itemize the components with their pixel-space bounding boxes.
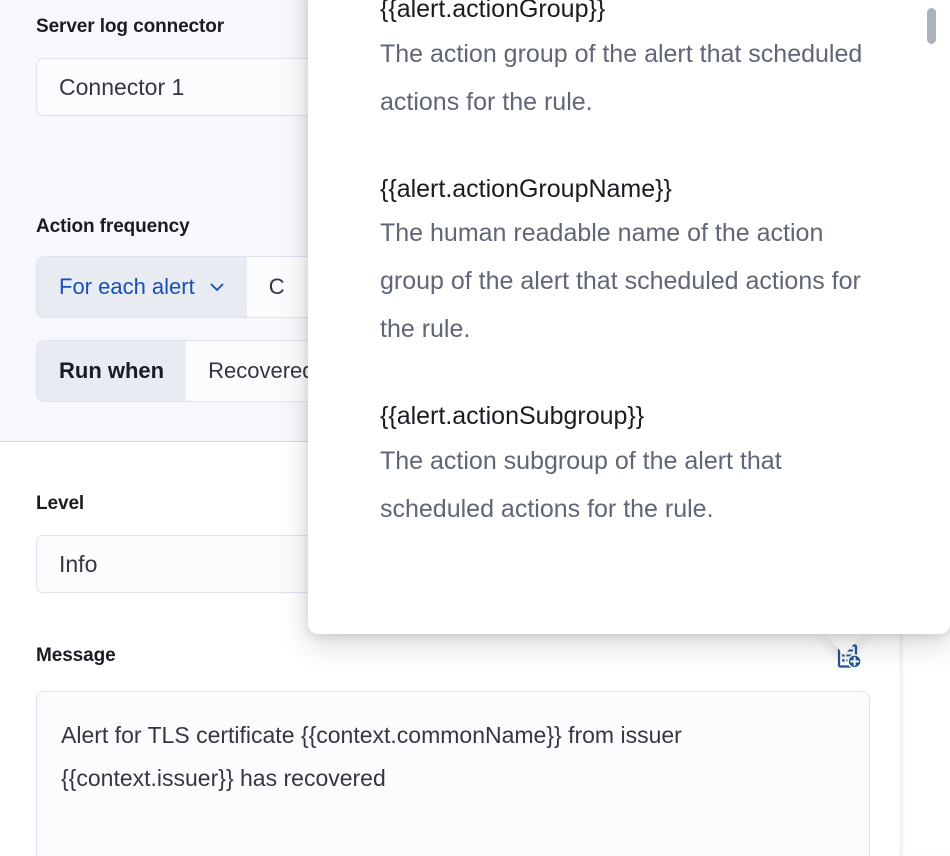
popover-scrollbar-thumb[interactable] xyxy=(927,8,936,44)
variable-name: {{alert.actionSubgroup}} xyxy=(380,402,645,430)
variable-name: {{alert.actionGroupName}} xyxy=(380,174,672,203)
message-header: Message xyxy=(36,643,870,669)
message-textarea[interactable]: Alert for TLS certificate {{context.comm… xyxy=(36,691,870,856)
variables-popover: {{alert.actionGroup}} The action group o… xyxy=(308,0,950,634)
popover-scrollbar[interactable] xyxy=(927,0,936,626)
message-label: Message xyxy=(36,645,116,666)
message-textarea-value: Alert for TLS certificate {{context.comm… xyxy=(61,722,682,791)
variable-name: {{alert.actionGroup}} xyxy=(380,0,606,23)
popover-arrow xyxy=(823,632,865,655)
frequency-select-value: For each alert xyxy=(59,274,195,299)
variable-description: The human readable name of the action gr… xyxy=(380,219,861,343)
level-label: Level xyxy=(36,493,85,514)
variable-item[interactable]: {{alert.actionGroup}} The action group o… xyxy=(380,0,886,126)
variable-description: The action subgroup of the alert that sc… xyxy=(380,446,782,523)
run-when-label-text: Run when xyxy=(59,358,165,383)
server-log-connector-label: Server log connector xyxy=(36,16,225,37)
variable-item[interactable]: {{alert.actionGroupName}} The human read… xyxy=(380,172,886,354)
variables-list: {{alert.actionGroup}} The action group o… xyxy=(308,0,950,634)
run-when-label: Run when xyxy=(37,341,187,401)
connector-input-value: Connector 1 xyxy=(59,73,185,100)
run-when-value: Recovered xyxy=(208,358,315,383)
action-frequency-label: Action frequency xyxy=(36,216,190,237)
frequency-select[interactable]: For each alert xyxy=(37,257,247,317)
variable-item[interactable]: {{alert.actionSubgroup}} The action subg… xyxy=(380,399,886,533)
level-value: Info xyxy=(59,550,98,577)
variable-description: The action group of the alert that sched… xyxy=(380,39,863,116)
message-field: Message Alert for TL xyxy=(36,643,870,856)
chevron-down-icon xyxy=(209,279,225,295)
frequency-summary-text: C xyxy=(268,274,285,299)
